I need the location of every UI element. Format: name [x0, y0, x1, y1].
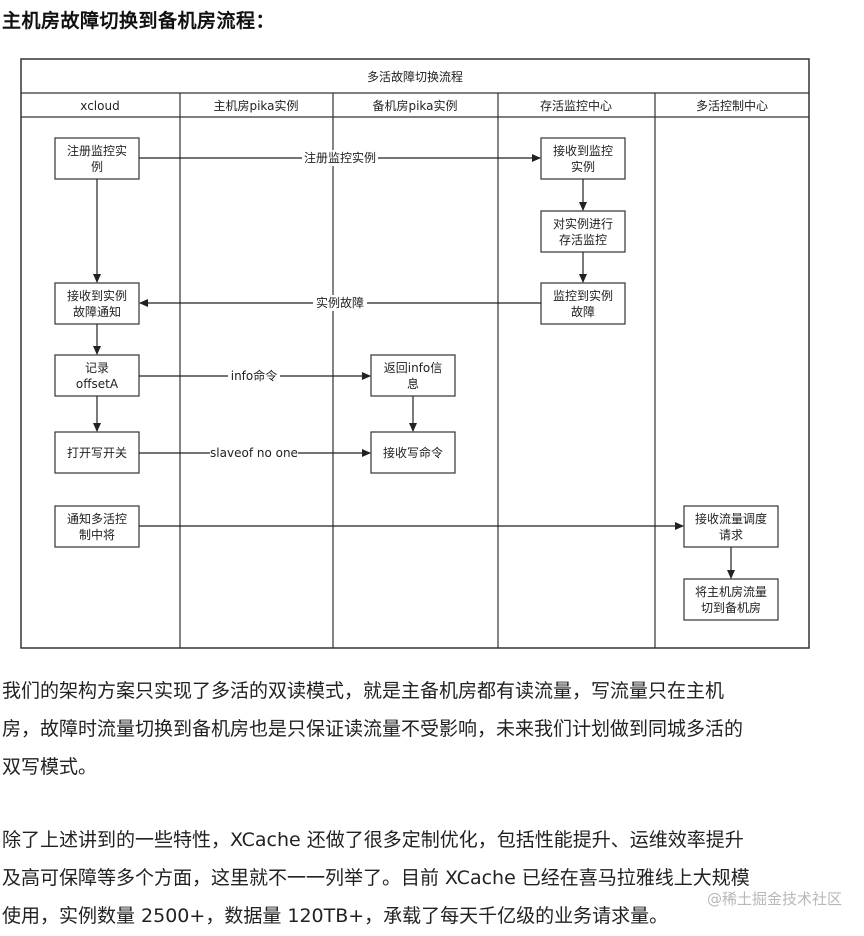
arrow-label-fault: 实例故障	[316, 295, 364, 310]
svg-text:例: 例	[91, 160, 103, 174]
svg-text:监控到实例: 监控到实例	[553, 288, 613, 303]
svg-text:offsetA: offsetA	[76, 377, 119, 391]
lane-header-multi-active-control: 多活控制中心	[696, 98, 768, 113]
svg-text:通知多活控: 通知多活控	[67, 512, 127, 526]
lane-header-survival-monitor: 存活监控中心	[540, 98, 612, 113]
watermark: @稀土掘金技术社区	[706, 890, 842, 908]
diagram-title: 多活故障切换流程	[367, 69, 463, 84]
section-heading: 主机房故障切换到备机房流程：	[2, 10, 276, 32]
svg-text:接收写命令: 接收写命令	[383, 445, 443, 460]
box-record-offset: 记录 offsetA	[54, 354, 140, 397]
paragraph-dual-read: 我们的架构方案只实现了多活的双读模式，就是主备机房都有读流量，写流量只在主机 房…	[2, 672, 862, 786]
box-return-info: 返回info信 息	[370, 354, 456, 397]
paragraph-line: 我们的架构方案只实现了多活的双读模式，就是主备机房都有读流量，写流量只在主机	[2, 680, 725, 702]
svg-text:接收到监控: 接收到监控	[553, 143, 613, 158]
box-detect-fault: 监控到实例 故障	[540, 282, 626, 325]
paragraph-line: 及高可保障等多个方面，这里就不一一列举了。目前 XCache 已经在喜马拉雅线上…	[2, 867, 750, 889]
paragraph-line: 使用，实例数量 2500+，数据量 120TB+，承载了每天千亿级的业务请求量。	[2, 905, 669, 927]
svg-text:打开写开关: 打开写开关	[67, 446, 127, 460]
paragraph-line: 双写模式。	[2, 756, 98, 778]
svg-text:接收到实例: 接收到实例	[67, 288, 127, 303]
box-survival-monitoring: 对实例进行 存活监控	[540, 210, 626, 253]
paragraph-line: 房，故障时流量切换到备机房也是只保证读流量不受影响，未来我们计划做到同城多活的	[2, 718, 744, 740]
failover-flow-diagram: 多活故障切换流程 xcloud 主机房pika实例 备机房pika实例 存活监控…	[20, 58, 810, 649]
box-notify-multi-active: 通知多活控 制中将	[54, 505, 140, 548]
svg-text:返回info信: 返回info信	[384, 361, 443, 375]
svg-text:对实例进行: 对实例进行	[553, 216, 613, 231]
lane-header-primary-pika: 主机房pika实例	[213, 98, 298, 113]
svg-text:存活监控: 存活监控	[559, 233, 607, 247]
box-open-write-switch: 打开写开关	[54, 431, 140, 474]
svg-text:注册监控实: 注册监控实	[67, 143, 127, 158]
svg-text:制中将: 制中将	[79, 527, 115, 542]
arrow-label-info: info命令	[231, 368, 278, 383]
arrow-label-slaveof: slaveof no one	[210, 446, 298, 460]
lane-header-backup-pika: 备机房pika实例	[372, 98, 457, 113]
box-receive-fault: 接收到实例 故障通知	[54, 282, 140, 325]
svg-text:切到备机房: 切到备机房	[701, 600, 761, 615]
svg-text:接收流量调度: 接收流量调度	[695, 511, 767, 526]
paragraph-xcache-features: 除了上述讲到的一些特性，XCache 还做了很多定制优化，包括性能提升、运维效率…	[2, 821, 862, 935]
svg-text:息: 息	[407, 376, 419, 391]
lane-header-xcloud: xcloud	[80, 99, 119, 113]
box-receive-traffic-request: 接收流量调度 请求	[683, 505, 779, 548]
svg-text:将主机房流量: 将主机房流量	[695, 584, 767, 599]
svg-text:记录: 记录	[85, 361, 109, 375]
svg-text:实例: 实例	[571, 159, 595, 174]
box-receive-register: 接收到监控 实例	[540, 137, 626, 180]
svg-text:故障: 故障	[571, 304, 595, 319]
box-register-monitor: 注册监控实 例	[54, 137, 140, 180]
arrow-label-register: 注册监控实例	[304, 150, 376, 165]
paragraph-line: 除了上述讲到的一些特性，XCache 还做了很多定制优化，包括性能提升、运维效率…	[2, 829, 744, 851]
box-switch-traffic: 将主机房流量 切到备机房	[683, 578, 779, 621]
box-receive-write-command: 接收写命令	[370, 431, 456, 474]
svg-text:故障通知: 故障通知	[73, 304, 121, 319]
svg-text:请求: 请求	[719, 528, 743, 542]
diagram-frame	[20, 58, 810, 649]
